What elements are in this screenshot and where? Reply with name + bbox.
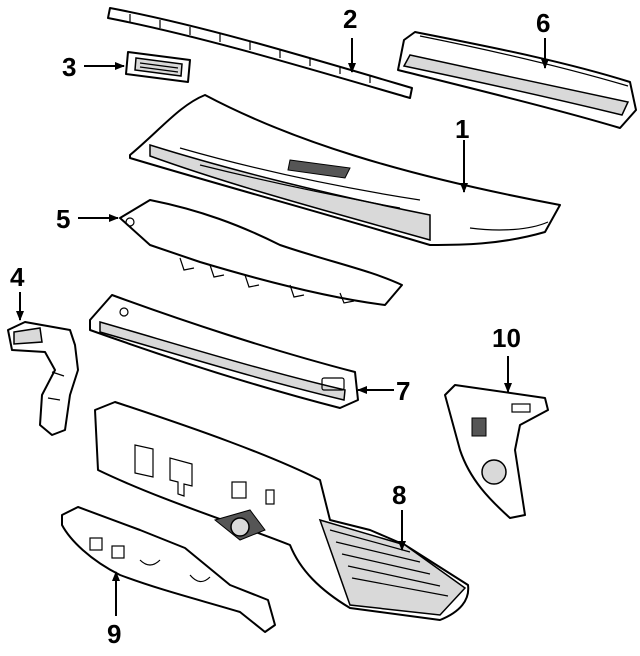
callout-10: 10 <box>492 323 521 353</box>
callout-3: 3 <box>62 52 76 82</box>
leader-lines <box>16 38 549 616</box>
part-9-insulator[interactable] <box>61 506 276 633</box>
callout-9: 9 <box>107 619 121 649</box>
part-3-vent-grille[interactable] <box>125 51 191 83</box>
part-2-weatherstrip[interactable] <box>107 7 413 99</box>
part-10-side-bracket[interactable] <box>444 384 549 519</box>
part-1-cowl-vent-grille[interactable] <box>129 94 561 246</box>
callout-6: 6 <box>536 8 550 38</box>
part-5-lower-cowl-panel[interactable] <box>119 199 403 306</box>
part-6-cowl-top-panel[interactable] <box>397 31 637 129</box>
callout-1: 1 <box>455 114 469 144</box>
part-4-air-duct[interactable] <box>7 321 79 436</box>
part-8-dash-panel[interactable] <box>94 401 470 621</box>
callout-8: 8 <box>392 480 406 510</box>
callout-7: 7 <box>396 376 410 406</box>
part-7-upper-reinforcement[interactable] <box>89 294 359 409</box>
callout-4: 4 <box>10 262 25 292</box>
callout-labels: 1 2 3 4 5 6 7 8 9 10 <box>10 4 550 649</box>
callout-2: 2 <box>343 4 357 34</box>
callout-5: 5 <box>56 204 70 234</box>
